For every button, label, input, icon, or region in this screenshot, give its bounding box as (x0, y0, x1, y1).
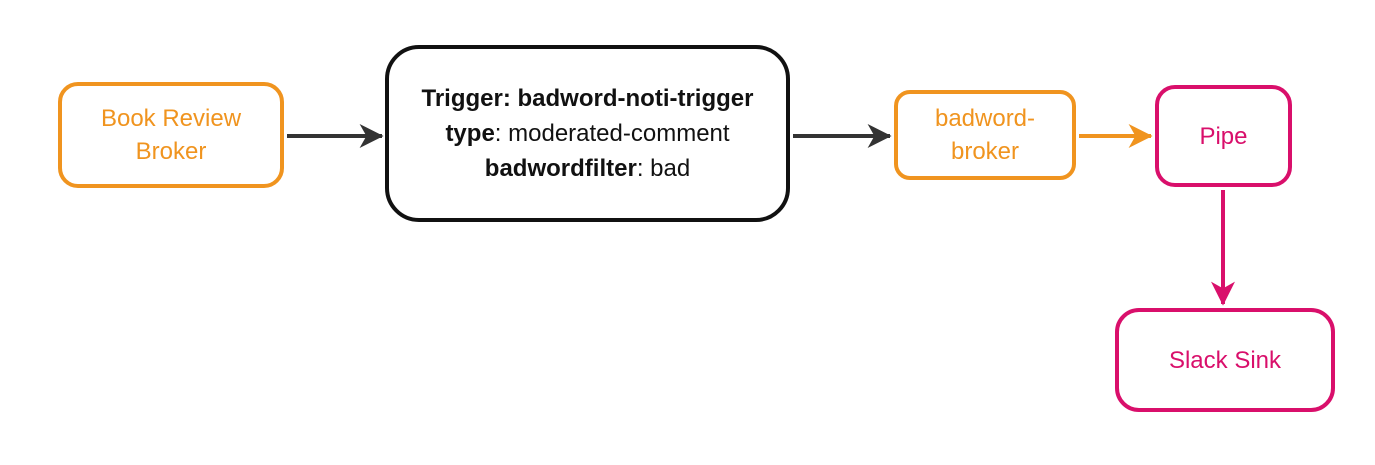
trigger-badwordfilter-key: badwordfilter (484, 155, 637, 182)
node-trigger: Trigger: badword-noti-trigger type: mode… (385, 45, 790, 222)
node-slack-sink: Slack Sink (1115, 308, 1335, 412)
node-label-pipe: Pipe (1199, 122, 1248, 150)
trigger-type-value: : moderated-comment (494, 120, 730, 147)
trigger-type-key: type (445, 120, 495, 147)
trigger-badwordfilter-value: : bad (636, 155, 691, 182)
node-pipe: Pipe (1155, 85, 1292, 187)
trigger-line-badwordfilter: badwordfilter: bad (485, 151, 690, 186)
node-label-slack-sink: Slack Sink (1168, 346, 1282, 374)
node-book-review-broker: Book Review Broker (58, 82, 284, 188)
node-label-badword-broker: badword- broker (934, 105, 1036, 165)
node-badword-broker: badword- broker (894, 90, 1076, 180)
trigger-line-type: type: moderated-comment (445, 116, 729, 151)
node-label-book-review-broker: Book Review Broker (100, 105, 242, 165)
trigger-line-name: Trigger: badword-noti-trigger (421, 85, 754, 112)
